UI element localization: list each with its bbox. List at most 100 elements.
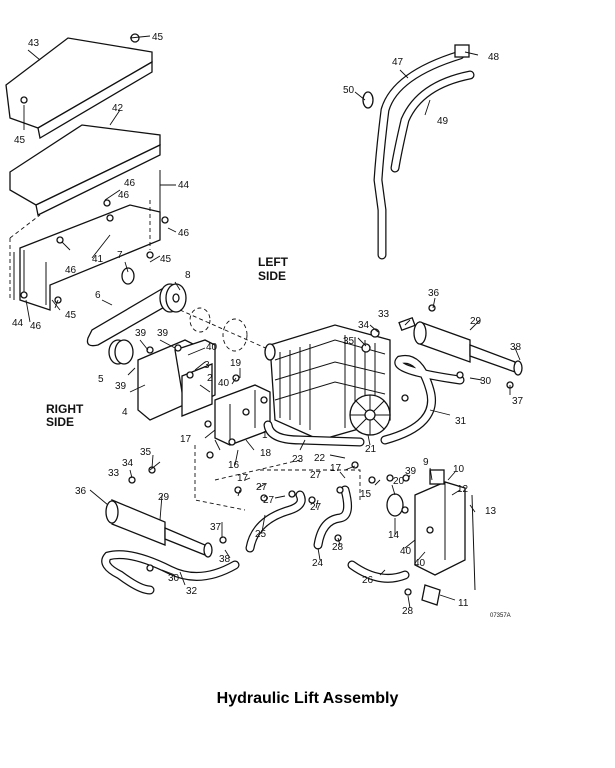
callout: 29 (470, 316, 482, 327)
callout: 44 (12, 318, 24, 329)
return-tube (471, 494, 476, 591)
callout: 40 (206, 342, 218, 353)
callout: 46 (65, 265, 77, 276)
callout: 4 (122, 407, 128, 418)
callout: 12 (457, 484, 469, 495)
callout: 27 (256, 482, 268, 493)
page-caption: Hydraulic Lift Assembly (216, 690, 399, 707)
callout: 34 (358, 320, 370, 331)
callout: 50 (343, 85, 355, 96)
hydraulic-hose (347, 560, 410, 583)
callout: 30 (480, 376, 492, 387)
callout: 46 (178, 228, 190, 239)
callout: 34 (122, 458, 134, 469)
callout: 18 (260, 448, 272, 459)
callout: 5 (98, 374, 104, 385)
hydraulic-hose (380, 354, 465, 445)
callout: 10 (453, 464, 465, 475)
callout: 32 (186, 586, 198, 597)
callout: 49 (437, 116, 449, 127)
callout: 47 (392, 57, 404, 68)
callout: 13 (485, 506, 497, 517)
left-side-label: LEFT (258, 255, 289, 269)
callout: 33 (378, 309, 390, 320)
callout: 44 (178, 180, 190, 191)
callout: 26 (362, 575, 374, 586)
callout: 31 (455, 416, 467, 427)
callout: 48 (488, 52, 500, 63)
callout: 38 (219, 554, 231, 565)
callout-labels: 1 2 3 4 5 6 7 8 9 10 11 12 13 14 15 16 1… (12, 32, 524, 617)
callout: 37 (512, 396, 524, 407)
hydraulic-hose (313, 485, 353, 550)
callout: 19 (230, 358, 242, 369)
callout: 30 (168, 573, 180, 584)
lower-cover (9, 124, 161, 216)
callout: 33 (108, 468, 120, 479)
callout: 39 (405, 466, 417, 477)
callout: 35 (140, 447, 152, 458)
lift-cylinder (413, 321, 523, 376)
coupler (179, 307, 271, 352)
callout: 1 (262, 430, 268, 441)
callout: 16 (228, 460, 240, 471)
fitting (421, 584, 441, 606)
callout: 27 (310, 470, 322, 481)
callout: 22 (314, 453, 326, 464)
side-labels: LEFT SIDE RIGHT SIDE (46, 255, 289, 429)
callout: 25 (255, 529, 267, 540)
callout: 43 (28, 38, 40, 49)
callout: 17 (237, 473, 249, 484)
callout: 41 (92, 254, 104, 265)
callout: 6 (95, 290, 101, 301)
breather-cap (454, 44, 470, 58)
bolt (13, 170, 161, 300)
callout: 23 (292, 454, 304, 465)
callout: 35 (343, 336, 355, 347)
callout: 39 (135, 328, 147, 339)
callout: 28 (402, 606, 414, 617)
mounting-bracket (19, 204, 161, 311)
right-side-label: SIDE (46, 415, 74, 429)
hydraulic-hose (263, 420, 365, 447)
callout: 7 (117, 250, 123, 261)
callout: 36 (428, 288, 440, 299)
top-cover (5, 37, 153, 140)
pulley (108, 339, 134, 365)
callout: 28 (332, 542, 344, 553)
callout: 24 (312, 558, 324, 569)
callout: 45 (152, 32, 164, 43)
callout: 17 (180, 434, 192, 445)
diagram-code: 07357A (490, 613, 511, 619)
breather-hose (390, 70, 475, 173)
callout: 2 (207, 373, 213, 384)
left-side-label: SIDE (258, 269, 286, 283)
callout: 27 (263, 495, 275, 506)
callout: 20 (393, 476, 405, 487)
callout: 8 (185, 270, 191, 281)
callout: 38 (510, 342, 522, 353)
callout: 37 (210, 522, 222, 533)
callout: 45 (14, 135, 26, 146)
callout: 9 (423, 457, 429, 468)
callout: 11 (458, 598, 469, 609)
callout: 36 (75, 486, 87, 497)
callout: 21 (365, 444, 377, 455)
right-side-label: RIGHT (46, 402, 84, 416)
callout: 27 (310, 502, 322, 513)
callout: 39 (115, 381, 127, 392)
cooling-fan (349, 394, 391, 436)
callout: 46 (124, 178, 136, 189)
callout: 45 (65, 310, 77, 321)
callout: 40 (414, 558, 426, 569)
callout: 14 (388, 530, 400, 541)
callout: 46 (118, 190, 130, 201)
callout: 29 (158, 492, 170, 503)
callout: 45 (160, 254, 172, 265)
hydraulic-hose (245, 490, 306, 553)
idler (121, 267, 135, 285)
lift-cylinder (105, 499, 213, 558)
hydraulic-reservoir (414, 469, 466, 576)
fill-tube (373, 50, 465, 260)
callout: 40 (218, 378, 230, 389)
